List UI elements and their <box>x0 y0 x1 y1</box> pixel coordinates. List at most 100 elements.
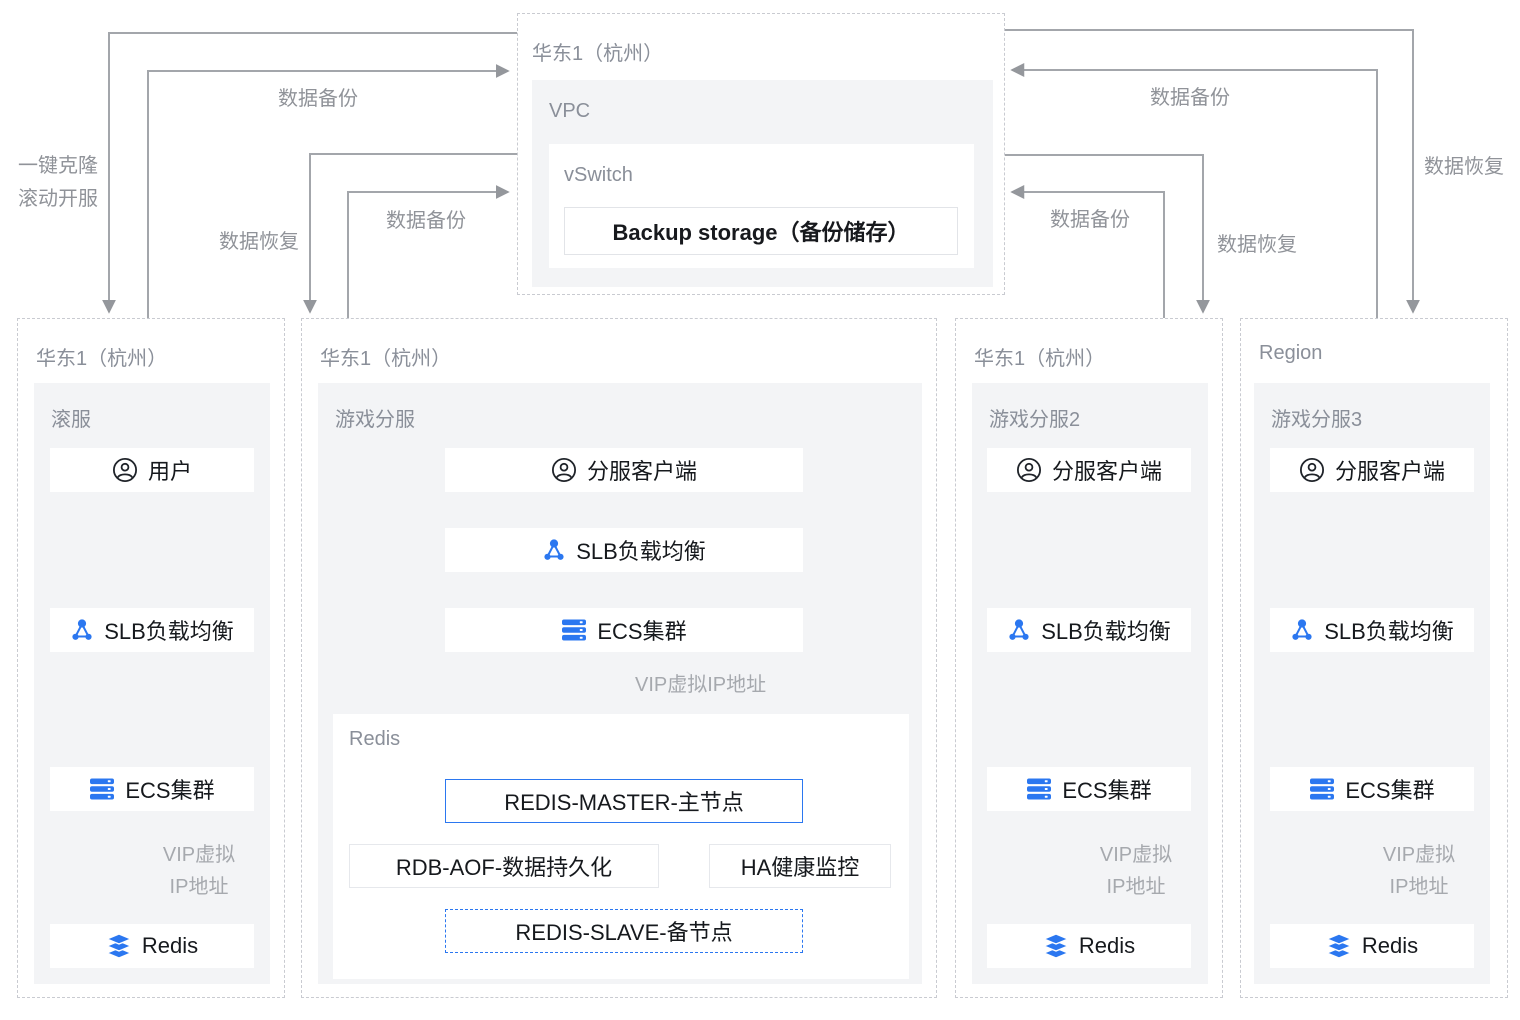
wire-restore-to-shard1 <box>303 153 517 314</box>
redis-slave-node: REDIS-SLAVE-备节点 <box>445 909 803 953</box>
wire-clone-to-rolling <box>102 32 517 314</box>
edge-label-backup-p2: 数据备份 <box>386 210 466 232</box>
user-icon <box>551 457 577 483</box>
region-box-backup: 华东1（杭州） VPC vSwitch Backup storage（备份储存） <box>517 13 1005 295</box>
redis-cluster-box: Redis REDIS-MASTER-主节点 RDB-AOF-数据持久化 HA健… <box>333 714 909 979</box>
ecs-icon <box>1026 777 1052 801</box>
group-label-shard1: 游戏分服 <box>335 409 415 431</box>
node-label: 分服客户端 <box>1334 459 1445 484</box>
node-label: SLB负载均衡 <box>104 619 234 644</box>
slb-icon <box>542 538 566 562</box>
group-box-shard2: 游戏分服2 分服客户端 SLB负载均衡 ECS集群 Redis VIP虚拟 IP… <box>972 383 1208 984</box>
ecs-icon <box>561 618 587 642</box>
edge-label-restore-region: 数据恢复 <box>1424 156 1504 178</box>
vswitch-box: vSwitch Backup storage（备份储存） <box>549 144 974 268</box>
node-label: Redis <box>141 933 199 958</box>
region-title-shard2: 华东1（杭州） <box>974 348 1106 370</box>
vip-line2: IP地址 <box>1106 876 1166 898</box>
redis-icon <box>1043 933 1069 959</box>
node-redis: Redis <box>1270 924 1474 968</box>
region-box-shard3: Region 游戏分服3 分服客户端 SLB负载均衡 ECS集群 Redis V… <box>1240 318 1508 998</box>
redis-slave-label: REDIS-SLAVE-备节点 <box>515 920 733 945</box>
user-icon <box>1299 457 1325 483</box>
node-label: 分服客户端 <box>586 459 697 484</box>
node-label: SLB负载均衡 <box>1041 619 1171 644</box>
edge-label-clone-line1: 一键克隆 <box>18 155 98 177</box>
node-shard-client: 分服客户端 <box>445 448 803 492</box>
node-label: ECS集群 <box>1062 778 1152 803</box>
node-label: Redis <box>1078 933 1136 958</box>
group-label-rolling: 滚服 <box>51 409 91 431</box>
user-icon <box>112 457 138 483</box>
vip-label-shard1: VIP虚拟IP地址 <box>635 674 767 696</box>
node-slb: SLB负载均衡 <box>1270 608 1474 652</box>
ha-monitor-label: HA健康监控 <box>740 855 860 880</box>
node-redis: Redis <box>50 924 254 968</box>
node-slb: SLB负载均衡 <box>50 608 254 652</box>
group-box-shard3: 游戏分服3 分服客户端 SLB负载均衡 ECS集群 Redis VIP虚拟 IP… <box>1254 383 1490 984</box>
vip-line2: IP地址 <box>169 876 229 898</box>
backup-storage-label: Backup storage（备份储存） <box>612 220 910 245</box>
group-label-shard2: 游戏分服2 <box>989 409 1081 431</box>
node-ecs: ECS集群 <box>445 608 803 652</box>
edge-label-restore-p3: 数据恢复 <box>1217 234 1297 256</box>
redis-master-label: REDIS-MASTER-主节点 <box>504 790 744 815</box>
node-shard-client: 分服客户端 <box>1270 448 1474 492</box>
user-icon <box>1016 457 1042 483</box>
region-title-rolling: 华东1（杭州） <box>36 348 168 370</box>
backup-storage-node: Backup storage（备份储存） <box>564 207 958 255</box>
edge-label-clone-line2: 滚动开服 <box>18 188 98 210</box>
edge-label-backup-region: 数据备份 <box>1150 87 1230 109</box>
edge-label-backup-p3: 数据备份 <box>1050 209 1130 231</box>
redis-icon <box>1326 933 1352 959</box>
redis-cluster-label: Redis <box>349 728 401 750</box>
group-box-shard1: 游戏分服 分服客户端 SLB负载均衡 ECS集群 VIP虚拟IP地址 Redis… <box>318 383 922 984</box>
region-box-rolling: 华东1（杭州） 滚服 用户 SLB负载均衡 ECS集群 Redis VIP虚拟 … <box>17 318 285 998</box>
slb-icon <box>70 618 94 642</box>
wire-restore-to-shard2 <box>1005 154 1210 314</box>
node-label: ECS集群 <box>597 619 687 644</box>
vip-label-rolling: VIP虚拟 IP地址 <box>163 839 235 903</box>
slb-icon <box>1007 618 1031 642</box>
edge-label-restore-p2: 数据恢复 <box>219 231 299 253</box>
node-slb: SLB负载均衡 <box>445 528 803 572</box>
node-redis: Redis <box>987 924 1191 968</box>
ecs-icon <box>1309 777 1335 801</box>
node-label: 分服客户端 <box>1051 459 1162 484</box>
region-title-shard3: Region <box>1259 342 1323 364</box>
vpc-box: VPC vSwitch Backup storage（备份储存） <box>532 80 993 287</box>
ecs-icon <box>89 777 115 801</box>
node-ecs: ECS集群 <box>1270 767 1474 811</box>
node-label: ECS集群 <box>1345 778 1435 803</box>
vip-line1: VIP虚拟 <box>1099 844 1173 866</box>
vip-label-shard3: VIP虚拟 IP地址 <box>1383 839 1455 903</box>
node-label: ECS集群 <box>125 778 215 803</box>
node-ecs: ECS集群 <box>50 767 254 811</box>
region-box-shard1: 华东1（杭州） 游戏分服 分服客户端 SLB负载均衡 ECS集群 VIP虚拟IP… <box>301 318 937 998</box>
vip-line2: IP地址 <box>1389 876 1449 898</box>
vpc-label: VPC <box>549 100 591 122</box>
redis-master-node: REDIS-MASTER-主节点 <box>445 779 803 823</box>
region-title-backup: 华东1（杭州） <box>532 43 664 65</box>
wire-restore-to-shard3 <box>1005 29 1420 314</box>
edge-label-backup-p1: 数据备份 <box>278 88 358 110</box>
slb-icon <box>1290 618 1314 642</box>
node-ecs: ECS集群 <box>987 767 1191 811</box>
vip-line1: VIP虚拟 <box>1382 844 1456 866</box>
vip-label-shard2: VIP虚拟 IP地址 <box>1100 839 1172 903</box>
ha-monitor-node: HA健康监控 <box>709 844 891 888</box>
node-label: SLB负载均衡 <box>1324 619 1454 644</box>
redis-icon <box>106 933 132 959</box>
rdb-aof-node: RDB-AOF-数据持久化 <box>349 844 659 888</box>
node-shard-client: 分服客户端 <box>987 448 1191 492</box>
node-user: 用户 <box>50 448 254 492</box>
node-label: 用户 <box>147 459 192 484</box>
vip-line1: VIP虚拟 <box>162 844 236 866</box>
vswitch-label: vSwitch <box>564 164 633 186</box>
rdb-aof-label: RDB-AOF-数据持久化 <box>395 855 613 880</box>
group-label-shard3: 游戏分服3 <box>1271 409 1363 431</box>
region-box-shard2: 华东1（杭州） 游戏分服2 分服客户端 SLB负载均衡 ECS集群 Redis … <box>955 318 1223 998</box>
group-box-rolling: 滚服 用户 SLB负载均衡 ECS集群 Redis VIP虚拟 IP地址 <box>34 383 270 984</box>
node-label: SLB负载均衡 <box>576 539 706 564</box>
